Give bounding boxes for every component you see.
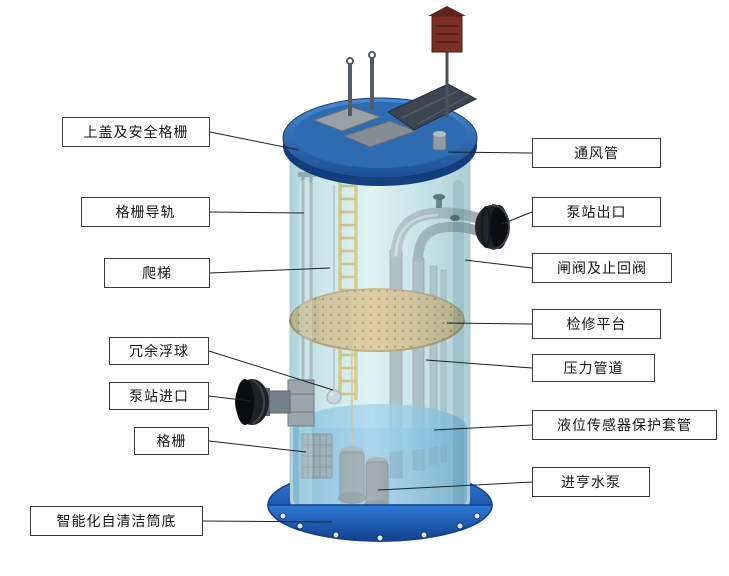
label-vent-pipe: 通风管 — [532, 138, 661, 168]
label-service-platform: 检修平台 — [532, 309, 661, 339]
flange-bolts — [279, 512, 481, 542]
inlet-assembly — [235, 379, 315, 427]
hatch-panel — [386, 83, 478, 131]
label-pressure-pipe: 压力管道 — [532, 354, 655, 382]
vent-pipe — [432, 131, 447, 151]
label-redundant-float: 冗余浮球 — [109, 337, 209, 365]
tank-glass-overlay — [289, 141, 471, 531]
label-station-outlet: 泵站出口 — [532, 197, 661, 227]
label-station-inlet: 泵站进口 — [109, 382, 209, 410]
bottom-flange-front — [267, 504, 493, 542]
outlet-flange — [475, 204, 510, 250]
label-grille: 格栅 — [134, 427, 209, 455]
label-grille-guide-rail: 格栅导轨 — [81, 197, 210, 227]
control-box — [428, 6, 466, 118]
label-ladder: 爬梯 — [104, 258, 210, 288]
label-gate-check-valve: 闸阀及止回阀 — [532, 253, 672, 283]
connector-lines — [202, 131, 533, 523]
label-level-sensor-sleeve: 液位传感器保护套管 — [532, 410, 717, 440]
label-self-cleaning-bottom: 智能化自清洁筒底 — [30, 506, 203, 536]
label-pump: 进亨水泵 — [532, 467, 650, 497]
lifting-posts — [346, 51, 376, 116]
label-top-cover-safety-grille: 上盖及安全格栅 — [62, 117, 210, 147]
